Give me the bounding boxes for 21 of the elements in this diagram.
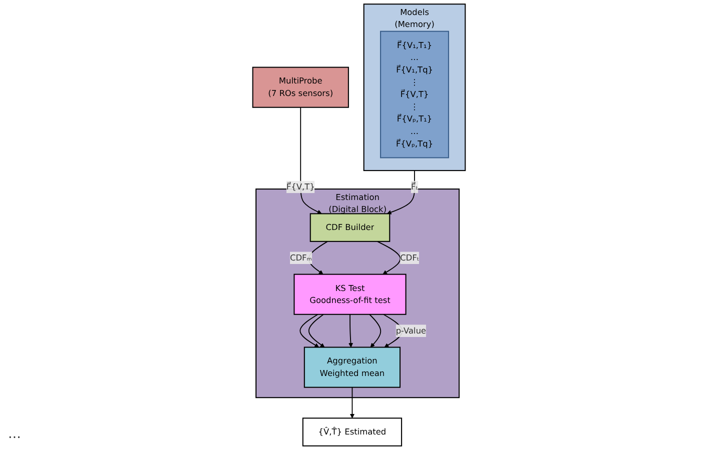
arrow xyxy=(308,314,325,348)
arrow xyxy=(300,314,320,348)
arrow xyxy=(376,240,401,275)
node-box: Aggregation Weighted mean xyxy=(304,346,401,388)
arrow xyxy=(300,106,322,214)
node-box: F⃗{V₁,T₁} … F⃗{V₁,Tq} ⋮ F⃗{V,T} ⋮ F⃗{Vₚ,T₁} … F⃗{Vₚ,Tq} xyxy=(380,30,450,158)
arrow xyxy=(350,386,354,418)
node-box: MultiProbe (7 ROs sensors) xyxy=(252,66,349,108)
arrow xyxy=(369,314,382,348)
arrow xyxy=(348,314,353,348)
node-box: {V̂,T̂} Estimated xyxy=(302,418,402,446)
arrow xyxy=(308,240,328,275)
edge-label: F⃗{V,T} xyxy=(286,182,315,192)
ellipsis-note: … xyxy=(8,427,21,442)
edge-label: CDFₘ xyxy=(290,252,312,262)
arrow xyxy=(386,170,415,214)
node-box: CDF Builder xyxy=(310,213,390,242)
edge-label: p-Value xyxy=(396,326,426,336)
node-box: KS Test Goodness-of-fit test xyxy=(294,274,406,315)
edge-label: F⃗ₜ xyxy=(410,182,418,192)
edge-label: CDFₜ xyxy=(400,252,420,262)
